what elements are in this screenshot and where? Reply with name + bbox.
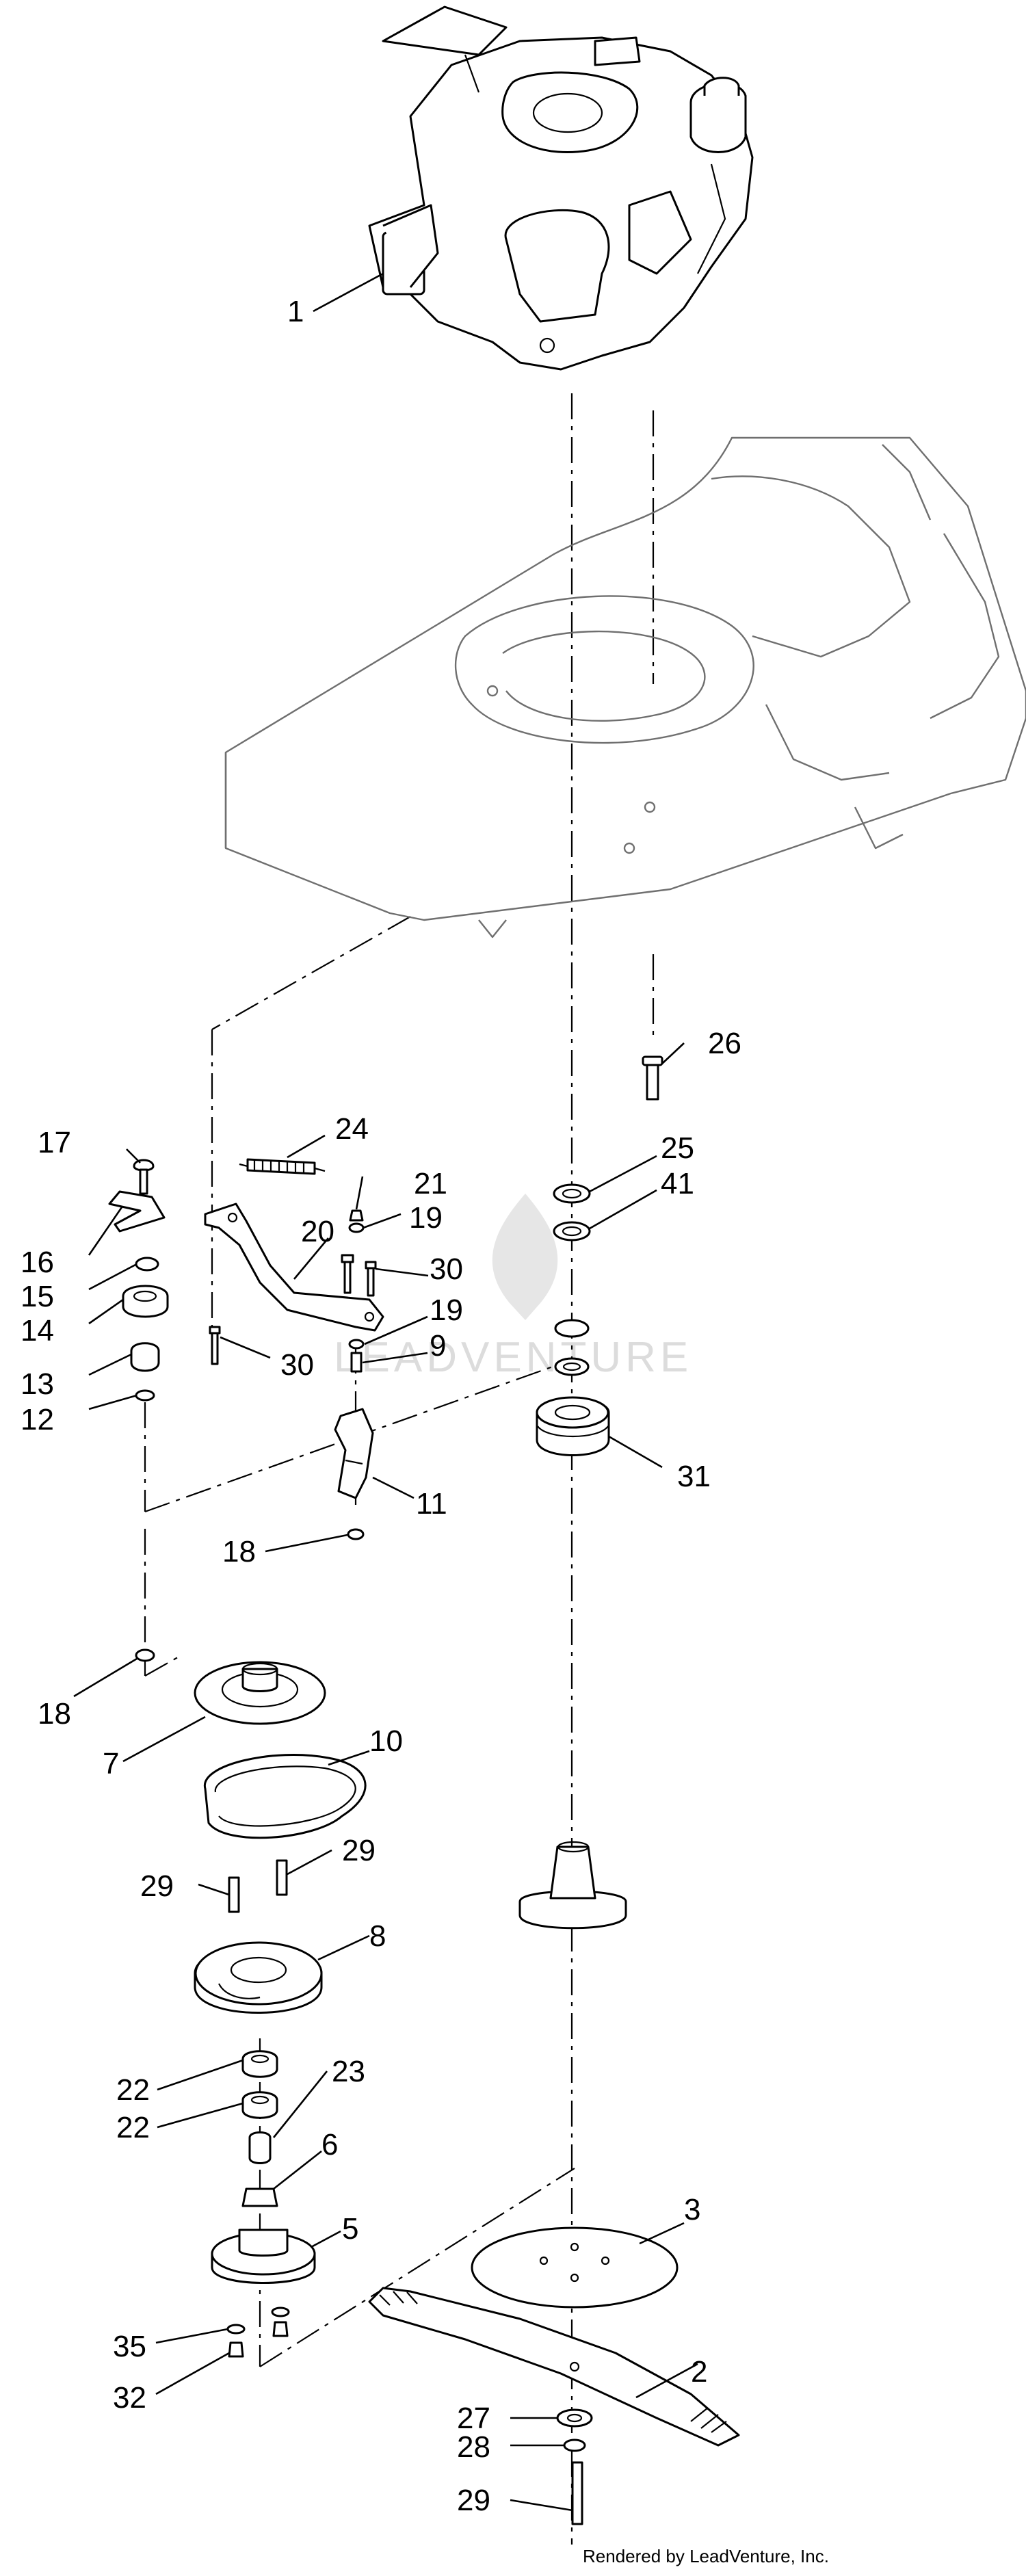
belt-10 <box>203 1754 367 1839</box>
callout-2: 2 <box>691 2355 707 2389</box>
disc-3 <box>471 2226 679 2309</box>
callout-23: 23 <box>332 2055 365 2088</box>
callout-16: 16 <box>21 1246 54 1279</box>
callout-22-upper: 22 <box>116 2073 150 2107</box>
bearing-stack <box>553 1183 591 1376</box>
callout-9: 9 <box>430 1329 446 1363</box>
leadventure-watermark: LEADVENTURE <box>334 1194 692 1381</box>
callout-29-right: 29 <box>342 1834 376 1867</box>
callout-18-lower: 18 <box>38 1697 71 1731</box>
callout-35: 35 <box>113 2330 146 2363</box>
callout-10: 10 <box>369 1724 403 1758</box>
callout-1: 1 <box>287 295 304 328</box>
lever-assembly <box>108 1159 169 1402</box>
callout-6: 6 <box>321 2128 338 2161</box>
spring-24 <box>239 1158 326 1175</box>
callout-26: 26 <box>708 1027 741 1060</box>
washers-27-28 <box>556 2408 593 2452</box>
bracket-20 <box>204 1202 384 1332</box>
callout-19-lower: 19 <box>430 1293 463 1327</box>
mower-deck <box>224 436 1026 938</box>
callout-41: 41 <box>661 1167 694 1200</box>
callout-30-right: 30 <box>430 1252 463 1286</box>
watermark-text: LEADVENTURE <box>334 1334 692 1381</box>
callout-28: 28 <box>457 2430 490 2464</box>
blade-adapter <box>518 1841 627 1930</box>
alignment-lines <box>144 393 655 2545</box>
callout-29-left: 29 <box>140 1869 174 1903</box>
callout-numbers: 1 2 3 5 6 7 8 9 10 11 12 13 14 15 16 17 … <box>21 295 741 2517</box>
plate-8 <box>194 1941 323 2014</box>
callout-31: 31 <box>677 1460 711 1493</box>
callout-19-upper: 19 <box>409 1201 443 1235</box>
callout-18-upper: 18 <box>222 1535 256 1568</box>
callout-29-bottom: 29 <box>457 2484 490 2517</box>
engine <box>368 5 754 371</box>
callout-17: 17 <box>38 1126 71 1159</box>
callout-13: 13 <box>21 1367 54 1401</box>
hardware-35-32 <box>226 2306 290 2358</box>
callout-20: 20 <box>301 1215 334 1248</box>
leader-lines <box>73 272 698 2512</box>
callout-12: 12 <box>21 1403 54 1436</box>
pulley-7 <box>194 1661 326 1725</box>
bearings-22 <box>241 2050 278 2207</box>
bearing-31 <box>536 1396 610 1456</box>
bolt-26 <box>642 1055 663 1101</box>
callout-3: 3 <box>684 2193 700 2226</box>
hub-5 <box>211 2229 316 2284</box>
nut-18 <box>135 1648 155 1662</box>
render-credit: Rendered by LeadVenture, Inc. <box>580 2546 832 2567</box>
linkage-hardware <box>209 1209 377 1540</box>
callout-22-lower: 22 <box>116 2111 150 2144</box>
callout-11: 11 <box>416 1487 447 1521</box>
callout-30-left: 30 <box>280 1348 314 1382</box>
callout-5: 5 <box>342 2212 358 2246</box>
callout-27: 27 <box>457 2402 490 2435</box>
callout-8: 8 <box>369 1919 386 1953</box>
callout-15: 15 <box>21 1280 54 1313</box>
callout-21: 21 <box>414 1167 447 1200</box>
callout-24: 24 <box>335 1112 369 1146</box>
callout-32: 32 <box>113 2381 146 2415</box>
callout-14: 14 <box>21 1314 54 1348</box>
callout-25: 25 <box>661 1131 694 1165</box>
blade-2 <box>368 2287 740 2447</box>
callout-7: 7 <box>103 1747 119 1780</box>
